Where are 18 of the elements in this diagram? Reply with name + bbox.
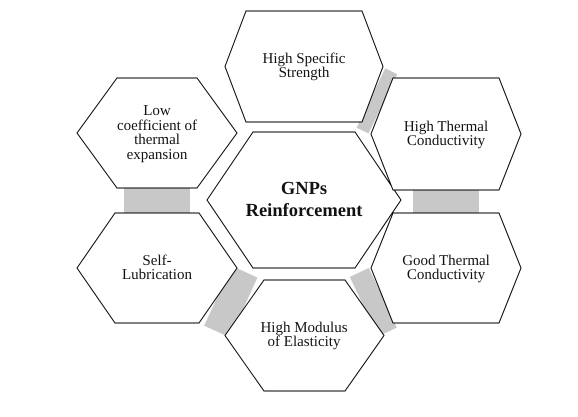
hub-label: GNPs Reinforcement [244, 178, 364, 222]
connector-band [356, 68, 398, 134]
property-hexagon [371, 213, 521, 323]
property-hexagon [77, 213, 237, 323]
property-label: Good Thermal Conductivity [401, 254, 491, 282]
property-label: Self-Lubrication [121, 254, 193, 282]
property-label: High Thermal Conductivity [402, 120, 490, 148]
property-hexagon [77, 78, 237, 188]
property-label: High Specific Strength [262, 52, 346, 80]
property-hexagon [224, 280, 384, 390]
property-label: Low coefficient of thermal expansion [116, 104, 198, 162]
hub-hexagon [207, 132, 401, 268]
connector-band [350, 268, 397, 337]
property-label: High Modulus of Elasticity [259, 320, 349, 350]
property-hexagon [225, 10, 383, 122]
property-hexagon [371, 78, 521, 190]
connector-band [124, 188, 190, 213]
connector-band [413, 190, 479, 213]
